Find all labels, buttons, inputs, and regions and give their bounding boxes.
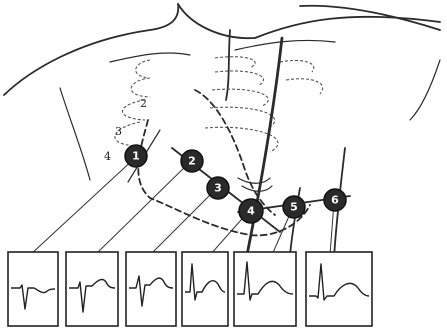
ecg-panels [8, 252, 372, 326]
electrode-1: 1 [125, 145, 147, 167]
ecg-panel-v2 [66, 252, 118, 326]
svg-text:6: 6 [331, 194, 339, 207]
svg-text:4: 4 [247, 205, 255, 218]
ecg-panel-v3 [126, 252, 176, 326]
clavicles [110, 40, 335, 62]
rib-number-2: 2 [140, 97, 147, 110]
svg-text:5: 5 [290, 201, 298, 214]
leader-line-1 [30, 158, 135, 255]
rib-number-3: 3 [115, 125, 122, 138]
ecg-panel-v5 [234, 252, 296, 326]
svg-text:1: 1 [132, 150, 140, 163]
ecg-panel-v4 [182, 252, 228, 326]
electrode-6: 6 [324, 189, 346, 211]
svg-text:3: 3 [214, 182, 222, 195]
electrodes: 1 2 3 4 5 6 [125, 145, 346, 223]
electrode-3: 3 [207, 177, 229, 199]
rib-number-4: 4 [104, 150, 111, 163]
reference-lines [128, 38, 350, 260]
torso-outline [4, 4, 440, 180]
svg-text:2: 2 [188, 155, 196, 168]
electrode-2: 2 [181, 150, 203, 172]
ecg-panel-v6 [306, 252, 372, 326]
heart-outline [138, 90, 310, 235]
ecg-panel-v1 [8, 252, 58, 326]
electrode-5: 5 [283, 196, 305, 218]
electrode-4: 4 [239, 199, 263, 223]
